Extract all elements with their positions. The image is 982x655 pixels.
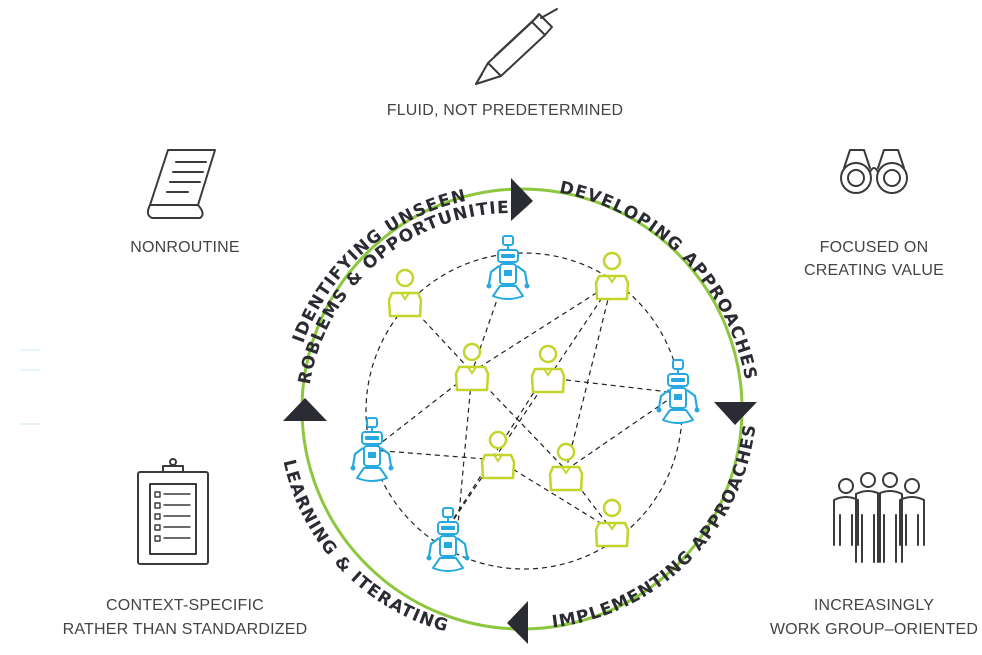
robot-worker-icon [655, 358, 701, 425]
pen-icon [475, 8, 558, 85]
decorative-edge-marks [20, 349, 40, 425]
cycle-arrow-top-icon [511, 178, 533, 221]
human-worker-icon [594, 498, 630, 548]
characteristic-workgroup-line1: INCREASINGLY [814, 597, 934, 614]
document-scroll-icon [146, 149, 216, 219]
characteristic-focused-line2: CREATING VALUE [804, 262, 944, 279]
characteristic-fluid: FLUID, NOT PREDETERMINED [387, 102, 624, 119]
stage-label-learning: LEARNING & ITERATING [278, 458, 451, 637]
stage-label-developing: DEVELOPING APPROACHES [558, 178, 761, 383]
human-worker-icon [548, 442, 584, 492]
characteristic-nonroutine: NONROUTINE [130, 239, 240, 256]
human-worker-icon [480, 430, 516, 480]
binoculars-icon [840, 149, 908, 194]
characteristic-focused-line1: FOCUSED ON [820, 239, 929, 256]
human-worker-icon [530, 344, 566, 394]
cycle-arrow-left-icon [283, 398, 327, 421]
stage-label-identifying-line2: PROBLEMS & OPPORTUNITIES [0, 0, 510, 386]
human-worker-icon [594, 251, 630, 301]
cycle-arrow-bottom-icon [507, 601, 528, 644]
robot-worker-icon [349, 416, 395, 483]
characteristic-workgroup-line2: WORK GROUP–ORIENTED [770, 621, 978, 638]
robot-worker-icon [485, 234, 531, 301]
stage-label-implementing: IMPLEMENTING APPROACHES [551, 423, 761, 633]
group-of-people-icon [833, 472, 925, 563]
clipboard-checklist-icon [137, 458, 209, 565]
human-worker-icon [387, 268, 423, 318]
human-worker-icon [454, 342, 490, 392]
characteristic-context-line1: CONTEXT-SPECIFIC [106, 597, 264, 614]
cycle-arrow-right-icon [714, 402, 757, 425]
characteristic-context-line2: RATHER THAN STANDARDIZED [63, 621, 308, 638]
